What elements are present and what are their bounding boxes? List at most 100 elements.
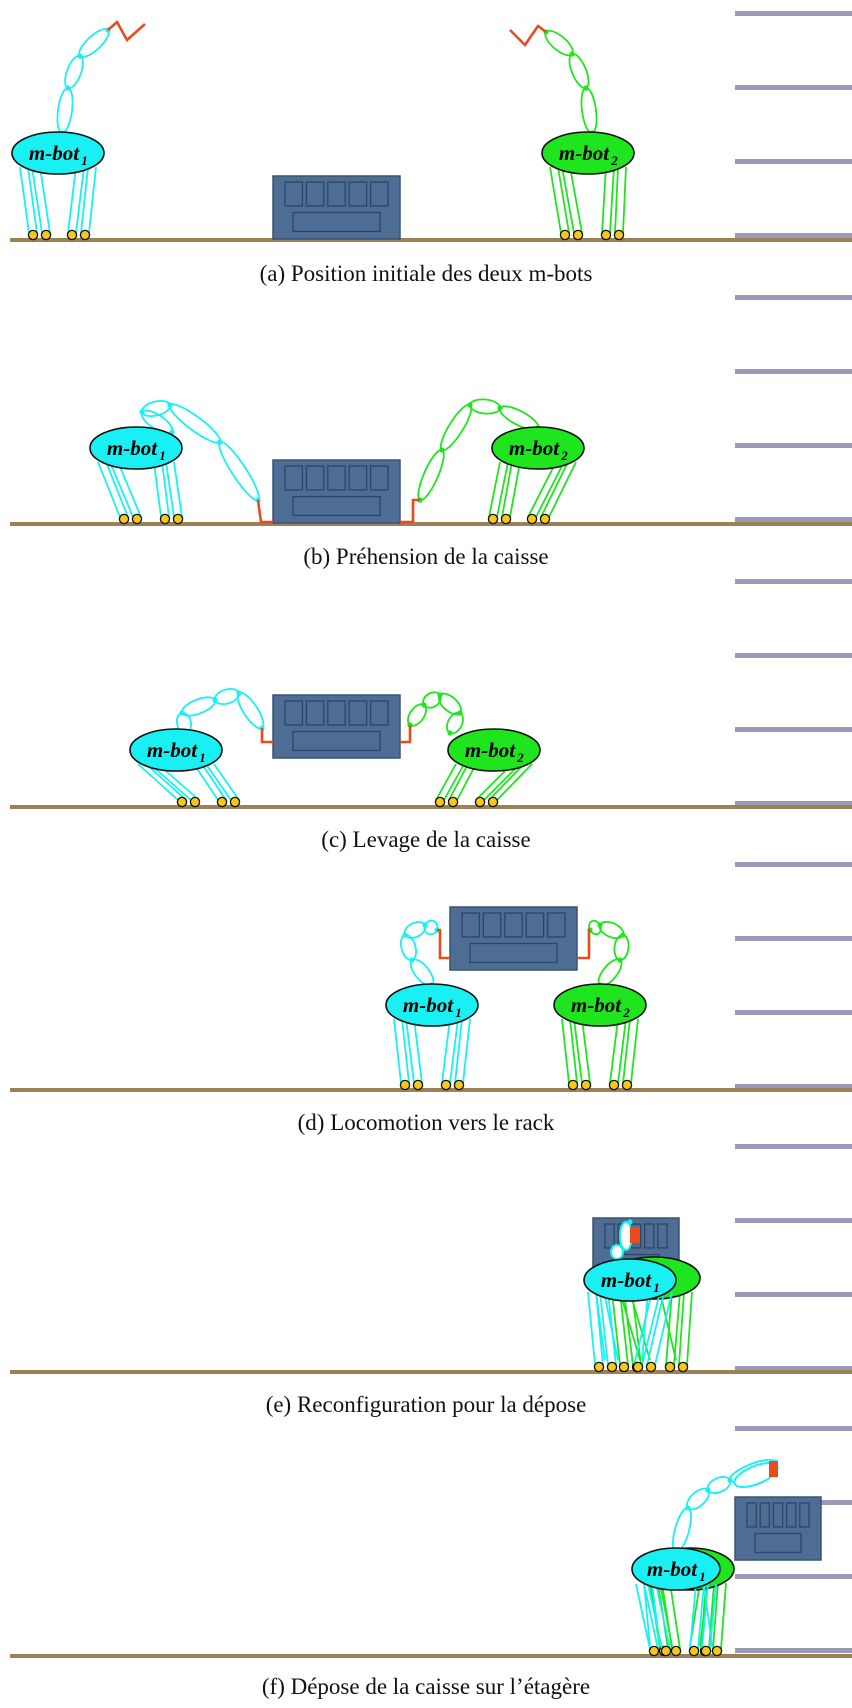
leg-segment [633, 1291, 661, 1366]
crate-slot [604, 1223, 615, 1249]
wheel [688, 1645, 700, 1657]
wheel [189, 796, 201, 808]
caption-panel-b: (b) Préhension de la caisse [303, 544, 549, 569]
joint [627, 1219, 633, 1225]
wheel [216, 796, 228, 808]
joint [497, 405, 503, 411]
rack-shelf [735, 159, 852, 164]
crate [272, 459, 401, 524]
joint [467, 402, 473, 408]
joint [77, 53, 83, 59]
leg-segment [97, 461, 129, 518]
rack-shelf [735, 1574, 852, 1579]
crate-slot [799, 1502, 810, 1528]
limb-segment [422, 691, 442, 709]
wheel [487, 796, 499, 808]
leg-segment [609, 1018, 627, 1084]
crate-slot [327, 700, 346, 726]
bot1-subscript: 1 [455, 1005, 462, 1020]
crate-slot [759, 1502, 771, 1528]
wheel [434, 796, 446, 808]
wheel [474, 796, 486, 808]
bot2-subscript: 2 [516, 750, 524, 765]
leg-segment [488, 763, 533, 801]
wheel [453, 1079, 465, 1091]
wheel [526, 513, 538, 525]
rack-shelf [735, 1648, 852, 1653]
joint [139, 409, 145, 415]
crate-slot [369, 181, 389, 207]
wheel [613, 229, 625, 241]
bot1-body-shape [631, 1547, 721, 1591]
crate-box [449, 906, 578, 971]
joint [569, 51, 575, 57]
crate-slot [327, 181, 346, 207]
crate-slot [305, 700, 325, 726]
leg-segment [31, 166, 51, 234]
bot1-subscript: 1 [699, 1569, 706, 1584]
rack-shelf [735, 1084, 852, 1089]
rack-shelf [735, 443, 852, 448]
leg-segment [205, 763, 240, 801]
leg-segment [405, 1018, 423, 1084]
leg-segment [153, 461, 170, 518]
leg-segment [689, 1583, 705, 1650]
bot2-label: m-bot [559, 141, 610, 165]
crate-box [272, 459, 401, 524]
joint [65, 85, 71, 91]
joint [422, 922, 428, 928]
wheel [572, 229, 584, 241]
bot1-label: m-bot [107, 436, 158, 460]
rack-shelf [735, 369, 852, 374]
bot2-body-shape [447, 728, 541, 772]
crate-slot [772, 1502, 784, 1528]
leg-segment [561, 1018, 578, 1084]
crate-box [734, 1496, 822, 1561]
wheel [27, 229, 39, 241]
bot2-label: m-bot [509, 436, 560, 460]
joint [617, 957, 623, 963]
wheel [632, 1361, 644, 1373]
bot1-label: m-bot [29, 141, 80, 165]
rack-shelf [735, 936, 852, 941]
crate-slot [746, 1502, 757, 1528]
wheel [131, 513, 143, 525]
bot1-label: m-bot [601, 1268, 652, 1292]
limb-segment [140, 399, 172, 418]
limb-segment [580, 87, 598, 134]
folded-arm-segment [610, 1244, 624, 1260]
limb-segment [236, 691, 265, 730]
rack-shelf [735, 579, 852, 584]
bot1-subscript: 1 [81, 153, 88, 168]
joint [439, 447, 445, 453]
leg-segment [611, 1291, 629, 1366]
rack-shelf [735, 85, 852, 90]
rack-shelf [735, 862, 852, 867]
rack-shelf [735, 1218, 852, 1223]
leg-segment [635, 1583, 659, 1650]
limb-segment [180, 696, 217, 717]
joint [447, 730, 453, 736]
crate-slot [785, 1502, 797, 1528]
crate-slot [284, 181, 304, 207]
gripper [400, 725, 412, 744]
rack-shelf [735, 517, 852, 522]
crate-slot [284, 465, 304, 491]
crate [449, 906, 578, 971]
limb-segment [439, 403, 473, 452]
bot2-body-shape [491, 426, 585, 470]
caption-panel-a: (a) Position initiale des deux m-bots [259, 261, 593, 286]
wheel [670, 1645, 682, 1657]
crate-handle [292, 211, 381, 233]
storage-rack [735, 11, 852, 1653]
crate-handle [469, 942, 558, 964]
crate-handle [292, 495, 381, 517]
limb-segment [469, 398, 501, 415]
